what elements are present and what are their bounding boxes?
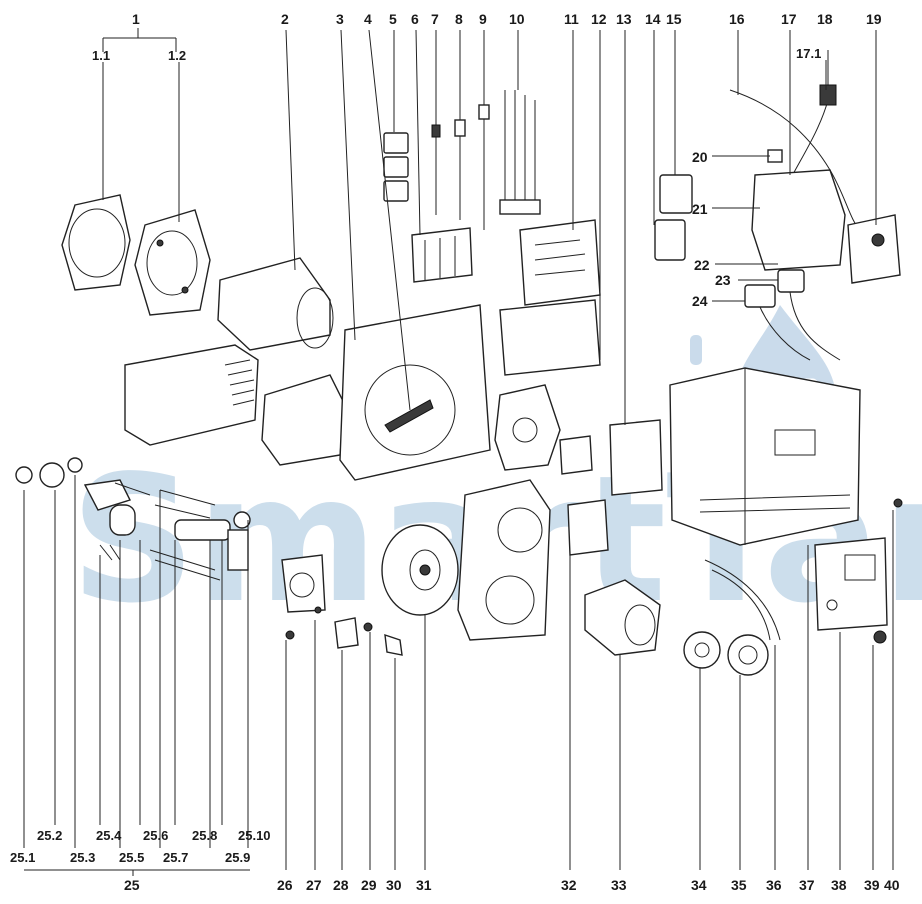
part-small-components — [281, 554, 403, 656]
part-terminal-strip — [411, 227, 473, 283]
label-13: 13 — [616, 11, 632, 27]
label-36: 36 — [766, 877, 782, 893]
label-33: 33 — [611, 877, 627, 893]
label-3: 3 — [336, 11, 344, 27]
label-31: 31 — [416, 877, 432, 893]
part-burner-cover — [669, 367, 861, 546]
part-air-intake — [124, 344, 259, 446]
part-relay-block — [383, 132, 409, 202]
part-flange — [134, 209, 211, 316]
part-damper-housing — [261, 374, 346, 466]
label-21: 21 — [692, 201, 708, 217]
part-cover-plate — [559, 435, 593, 475]
label-16: 16 — [729, 11, 745, 27]
label-15: 15 — [666, 11, 682, 27]
label-10: 10 — [509, 11, 525, 27]
label-6: 6 — [411, 11, 419, 27]
part-relays — [654, 174, 693, 261]
label-2: 2 — [281, 11, 289, 27]
part-mounting-plate — [499, 299, 601, 376]
label-17-1: 17.1 — [796, 46, 821, 61]
label-25-6: 25.6 — [143, 828, 168, 843]
label-29: 29 — [361, 877, 377, 893]
part-front-panel — [814, 537, 888, 631]
label-30: 30 — [386, 877, 402, 893]
label-17: 17 — [781, 11, 797, 27]
label-37: 37 — [799, 877, 815, 893]
part-pump — [494, 384, 561, 471]
part-fan-wheel — [381, 524, 459, 616]
label-26: 26 — [277, 877, 293, 893]
part-wire-harness — [499, 90, 541, 215]
label-34: 34 — [691, 877, 707, 893]
part-blast-tube — [217, 257, 334, 351]
part-connectors — [744, 269, 841, 361]
bottom-labels: 25.2 25.4 25.6 25.8 25.10 25.1 25.3 25.5… — [10, 828, 900, 893]
label-1-1: 1.1 — [92, 48, 110, 63]
label-25-3: 25.3 — [70, 850, 95, 865]
part-back-plate — [457, 479, 551, 641]
label-27: 27 — [306, 877, 322, 893]
part-coupling — [683, 631, 769, 676]
label-1-2: 1.2 — [168, 48, 186, 63]
label-9: 9 — [479, 11, 487, 27]
label-14: 14 — [645, 11, 661, 27]
part-control-unit — [519, 219, 601, 306]
label-35: 35 — [731, 877, 747, 893]
label-22: 22 — [694, 257, 710, 273]
label-25: 25 — [124, 877, 140, 893]
label-11: 11 — [564, 11, 579, 27]
label-25-5: 25.5 — [119, 850, 144, 865]
part-gasket — [61, 194, 131, 291]
part-ignition-unit — [609, 419, 663, 496]
label-25-2: 25.2 — [37, 828, 62, 843]
label-12: 12 — [591, 11, 607, 27]
label-18: 18 — [817, 11, 833, 27]
label-38: 38 — [831, 877, 847, 893]
label-25-8: 25.8 — [192, 828, 217, 843]
label-19: 19 — [866, 11, 882, 27]
label-39: 39 — [864, 877, 880, 893]
label-8: 8 — [455, 11, 463, 27]
side-labels: 20 21 22 23 24 — [692, 149, 731, 309]
part-screws — [873, 498, 903, 644]
leader-lines — [23, 28, 894, 876]
label-25-10: 25.10 — [238, 828, 271, 843]
label-5: 5 — [389, 11, 397, 27]
top-labels: 1 1.1 1.2 2 3 4 5 6 7 8 9 10 11 12 13 14… — [92, 11, 882, 63]
part-oil-hose — [704, 559, 781, 641]
part-cables — [431, 95, 490, 230]
label-24: 24 — [692, 293, 708, 309]
label-28: 28 — [333, 877, 349, 893]
label-25-7: 25.7 — [163, 850, 188, 865]
label-25-9: 25.9 — [225, 850, 250, 865]
label-40: 40 — [884, 877, 900, 893]
label-4: 4 — [364, 11, 372, 27]
label-20: 20 — [692, 149, 708, 165]
part-junction-box — [847, 214, 901, 284]
label-7: 7 — [431, 11, 439, 27]
label-32: 32 — [561, 877, 577, 893]
label-1: 1 — [132, 11, 140, 27]
label-25-4: 25.4 — [96, 828, 122, 843]
part-control-block — [751, 149, 846, 271]
part-nozzle-assembly — [15, 457, 251, 581]
part-capacitor — [567, 499, 609, 556]
label-23: 23 — [715, 272, 731, 288]
part-motor — [584, 579, 661, 656]
label-25-1: 25.1 — [10, 850, 35, 865]
part-burner-housing — [339, 304, 491, 481]
